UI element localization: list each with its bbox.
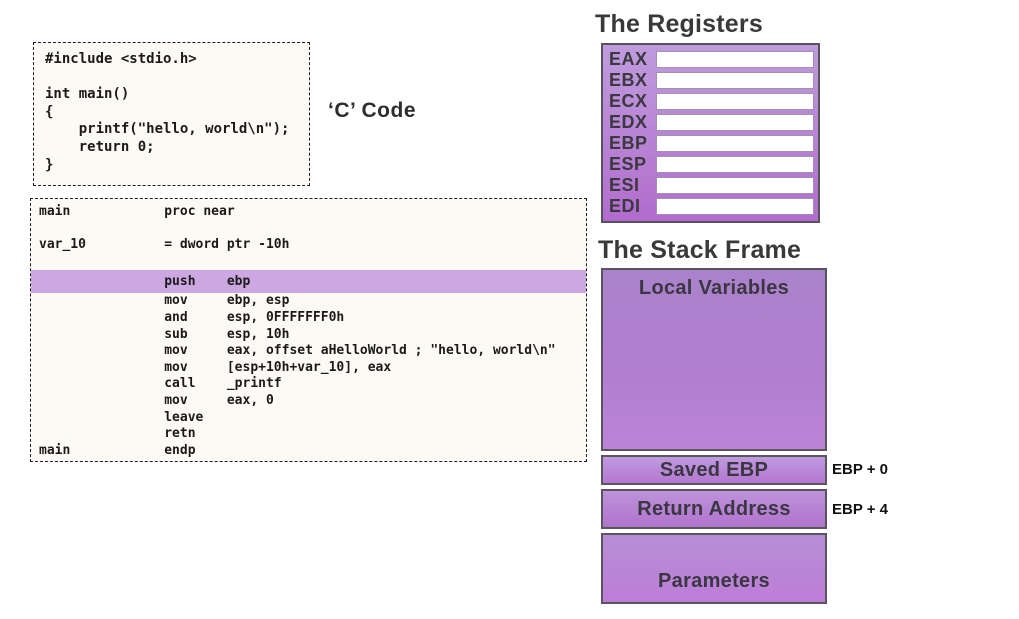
register-row-esi: ESI xyxy=(609,175,814,196)
register-label-edx: EDX xyxy=(609,112,648,132)
asm-line: leave xyxy=(39,409,204,425)
register-label-ebx: EBX xyxy=(609,70,648,90)
register-value-field-eax xyxy=(656,51,814,68)
register-value-field-esp xyxy=(656,156,814,173)
asm-line xyxy=(31,221,586,238)
asm-line: sub esp, 10h xyxy=(39,326,290,342)
stack-section-saved-ebp: Saved EBP xyxy=(601,455,827,485)
register-value-field-ebx xyxy=(656,72,814,89)
asm-line: main endp xyxy=(39,442,196,458)
register-label-edi: EDI xyxy=(609,196,641,216)
c-code-label: ‘C’ Code xyxy=(328,99,417,122)
asm-line: call _printf xyxy=(39,376,282,392)
asm-line-highlighted: push ebp xyxy=(31,270,586,294)
register-label-esp: ESP xyxy=(609,154,647,174)
register-row-edx: EDX xyxy=(609,112,814,133)
register-value-field-ecx xyxy=(656,93,814,110)
stack-section-parameters: Parameters xyxy=(601,533,827,604)
stack-section-label: Saved EBP xyxy=(659,458,769,481)
register-row-edi: EDI xyxy=(609,196,814,217)
register-label-esi: ESI xyxy=(609,175,640,195)
register-row-eax: EAX xyxy=(609,49,814,70)
stack-section-label: Return Address xyxy=(637,497,791,520)
asm-line: var_10 = dword ptr -10h xyxy=(39,237,290,253)
asm-line xyxy=(31,254,586,271)
stack-frame-title: The Stack Frame xyxy=(598,236,802,264)
stack-annotation-ebp-plus-4: EBP + 4 xyxy=(832,501,889,518)
registers-box: EAX EBX ECX EDX EBP ESP ESI EDI xyxy=(601,43,820,223)
register-value-field-ebp xyxy=(656,135,814,152)
register-row-ebp: EBP xyxy=(609,133,814,154)
register-row-esp: ESP xyxy=(609,154,814,175)
stack-section-return-address: Return Address xyxy=(601,489,827,529)
asm-line: main proc near xyxy=(39,204,235,219)
asm-line: mov eax, offset aHelloWorld ; "hello, wo… xyxy=(39,343,556,359)
register-value-field-esi xyxy=(656,177,814,194)
register-label-ecx: ECX xyxy=(609,91,648,111)
asm-line: and esp, 0FFFFFFF0h xyxy=(39,309,345,325)
register-label-eax: EAX xyxy=(609,49,648,69)
register-value-field-edx xyxy=(656,114,814,131)
asm-line: mov ebp, esp xyxy=(39,293,290,309)
stack-section-label: Local Variables xyxy=(638,277,790,299)
stack-annotation-ebp-plus-0: EBP + 0 xyxy=(832,461,889,478)
assembly-code-box: main proc near var_10 = dword ptr -10h p… xyxy=(30,198,587,462)
register-value-field-edi xyxy=(656,198,814,215)
c-code-text: #include <stdio.h> int main() { printf("… xyxy=(45,51,290,173)
register-row-ecx: ECX xyxy=(609,91,814,112)
stack-section-local-variables: Local Variables xyxy=(601,268,827,451)
asm-line: retn xyxy=(39,426,196,442)
register-label-ebp: EBP xyxy=(609,133,648,153)
registers-title: The Registers xyxy=(595,10,763,38)
c-code-box: #include <stdio.h> int main() { printf("… xyxy=(33,42,310,186)
asm-line: mov [esp+10h+var_10], eax xyxy=(39,359,392,375)
asm-line: mov eax, 0 xyxy=(39,392,274,408)
stack-section-label: Parameters xyxy=(658,570,770,592)
register-row-ebx: EBX xyxy=(609,70,814,91)
